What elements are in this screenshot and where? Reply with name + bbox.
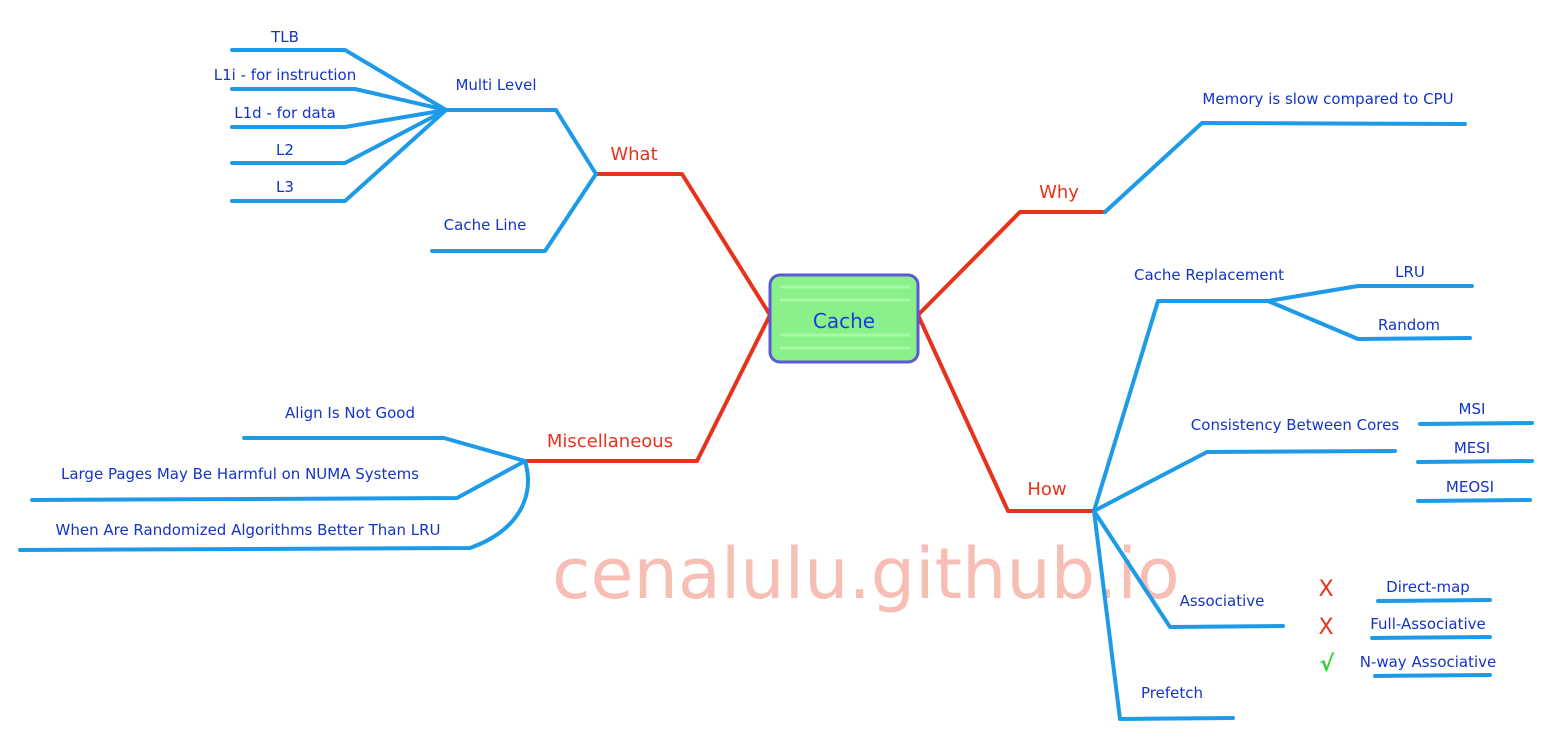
how-subtree: Cache Replacement LRU Random Consistency… <box>1092 263 1534 721</box>
replacement-line <box>1092 299 1270 513</box>
center-node-label: Cache <box>813 309 875 333</box>
misc-large-pages-label[interactable]: Large Pages May Be Harmful on NUMA Syste… <box>61 465 419 483</box>
associative-line <box>1092 509 1285 629</box>
what-branch-line <box>594 172 772 317</box>
level-l3-label[interactable]: L3 <box>276 178 294 196</box>
prefetch-label[interactable]: Prefetch <box>1141 684 1203 702</box>
consistency-mesi-line <box>1416 459 1534 464</box>
assoc-direct-map-mark: X <box>1318 577 1333 602</box>
assoc-nway-label[interactable]: N-way Associative <box>1360 653 1497 671</box>
what-multi-level-line <box>444 108 598 176</box>
branch-misc-label[interactable]: Miscellaneous <box>547 431 673 452</box>
assoc-full-line <box>1370 635 1492 640</box>
consistency-meosi-line <box>1416 498 1532 503</box>
level-l2-line <box>230 108 448 165</box>
level-tlb-label[interactable]: TLB <box>270 28 299 46</box>
misc-align-label[interactable]: Align Is Not Good <box>285 404 415 422</box>
level-l2-label[interactable]: L2 <box>276 141 294 159</box>
assoc-direct-map-label[interactable]: Direct-map <box>1386 578 1470 596</box>
why-reason-line <box>1103 121 1467 214</box>
level-l1i-line <box>230 87 448 112</box>
assoc-full-label[interactable]: Full-Associative <box>1370 615 1486 633</box>
replacement-label[interactable]: Cache Replacement <box>1134 266 1284 284</box>
cache-line-label[interactable]: Cache Line <box>444 216 527 234</box>
assoc-full-mark: X <box>1318 615 1333 640</box>
level-l1i-label[interactable]: L1i - for instruction <box>214 66 356 84</box>
assoc-nway-mark: √ <box>1320 652 1335 677</box>
how-branch-line <box>916 313 1096 513</box>
level-tlb-line <box>230 48 448 112</box>
associative-label[interactable]: Associative <box>1180 592 1265 610</box>
prefetch-line <box>1092 509 1235 721</box>
branch-what-label[interactable]: What <box>610 144 657 165</box>
assoc-nway-line <box>1373 673 1492 678</box>
watermark-text: cenalulu.github.io <box>552 533 1180 615</box>
level-l1d-label[interactable]: L1d - for data <box>234 104 336 122</box>
assoc-direct-map-line <box>1376 598 1492 603</box>
what-subtree: Multi Level TLB L1i - for instruction L1… <box>214 28 598 253</box>
level-l3-line <box>230 108 448 203</box>
branch-connectors <box>523 172 1107 513</box>
consistency-meosi-label[interactable]: MEOSI <box>1446 478 1494 496</box>
consistency-label[interactable]: Consistency Between Cores <box>1191 416 1400 434</box>
consistency-msi-line <box>1418 421 1534 426</box>
why-branch-line <box>916 210 1107 317</box>
misc-randomized-line <box>18 459 530 552</box>
replacement-lru-label[interactable]: LRU <box>1395 263 1425 281</box>
misc-randomized-label[interactable]: When Are Randomized Algorithms Better Th… <box>56 521 441 539</box>
replacement-random-label[interactable]: Random <box>1378 316 1440 334</box>
branch-why-label[interactable]: Why <box>1039 182 1079 203</box>
level-l1d-line <box>230 108 448 129</box>
consistency-line <box>1092 449 1397 513</box>
why-reason-label[interactable]: Memory is slow compared to CPU <box>1202 90 1453 108</box>
center-node-box <box>768 273 920 364</box>
misc-large-pages-line <box>30 459 527 502</box>
center-node[interactable]: Cache <box>768 273 920 364</box>
what-cache-line-line <box>430 172 598 253</box>
misc-align-line <box>242 436 527 463</box>
multi-level-label[interactable]: Multi Level <box>455 76 536 94</box>
replacement-lru-line <box>1266 284 1474 303</box>
misc-branch-line <box>523 313 772 463</box>
branch-how-label[interactable]: How <box>1027 479 1066 500</box>
misc-subtree: Align Is Not Good Large Pages May Be Har… <box>18 404 530 552</box>
consistency-msi-label[interactable]: MSI <box>1459 400 1486 418</box>
why-subtree: Memory is slow compared to CPU <box>1103 90 1467 214</box>
replacement-random-line <box>1266 299 1472 341</box>
consistency-mesi-label[interactable]: MESI <box>1454 439 1490 457</box>
